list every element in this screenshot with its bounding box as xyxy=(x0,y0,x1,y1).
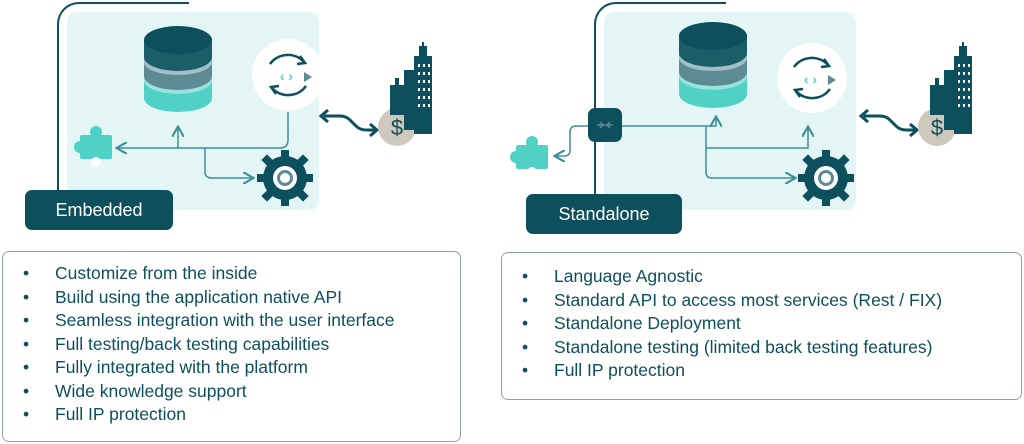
standalone-label-badge: Standalone xyxy=(526,194,682,234)
list-item: Full testing/back testing capabilities xyxy=(23,333,460,357)
embedded-features-list: Customize from the inside Build using th… xyxy=(3,252,460,427)
standalone-features-list: Language Agnostic Standard API to access… xyxy=(502,253,1021,383)
list-item: Seamless integration with the user inter… xyxy=(23,309,460,333)
puzzle-icon xyxy=(510,136,548,177)
puzzle-icon xyxy=(74,126,112,167)
building-icon xyxy=(930,42,972,134)
api-gateway-icon xyxy=(588,108,622,142)
list-item: Full IP protection xyxy=(23,403,460,427)
dollar-coin-icon: $ xyxy=(378,108,416,146)
svg-text:$: $ xyxy=(391,115,403,140)
list-item: Standalone Deployment xyxy=(522,312,1021,336)
list-item: Standard API to access most services (Re… xyxy=(522,289,1021,313)
database-icon xyxy=(679,22,747,108)
double-arrow-icon xyxy=(318,108,380,138)
standalone-frame-line xyxy=(594,2,726,199)
svg-text:$: $ xyxy=(931,115,943,140)
double-arrow-icon xyxy=(858,108,920,138)
code-refresh-icon: ‹› xyxy=(777,43,847,113)
list-item: Language Agnostic xyxy=(522,265,1021,289)
list-item: Build using the application native API xyxy=(23,286,460,310)
svg-text:‹›: ‹› xyxy=(278,70,295,86)
list-item: Fully integrated with the platform xyxy=(23,356,460,380)
list-item: Standalone testing (limited back testing… xyxy=(522,336,1021,360)
svg-text:‹›: ‹› xyxy=(802,73,819,89)
list-item: Full IP protection xyxy=(522,359,1021,383)
embedded-label-badge: Embedded xyxy=(25,190,173,230)
embedded-connectors xyxy=(118,112,289,178)
code-refresh-icon: ‹› xyxy=(252,39,324,111)
embedded-frame-line xyxy=(57,2,189,194)
list-item: Wide knowledge support xyxy=(23,380,460,404)
gear-icon xyxy=(798,150,854,206)
gear-icon xyxy=(257,150,313,206)
database-icon xyxy=(144,26,212,112)
building-icon xyxy=(390,42,432,134)
list-item: Customize from the inside xyxy=(23,262,460,286)
embedded-features-box: Customize from the inside Build using th… xyxy=(2,251,461,442)
standalone-features-box: Language Agnostic Standard API to access… xyxy=(501,252,1022,400)
